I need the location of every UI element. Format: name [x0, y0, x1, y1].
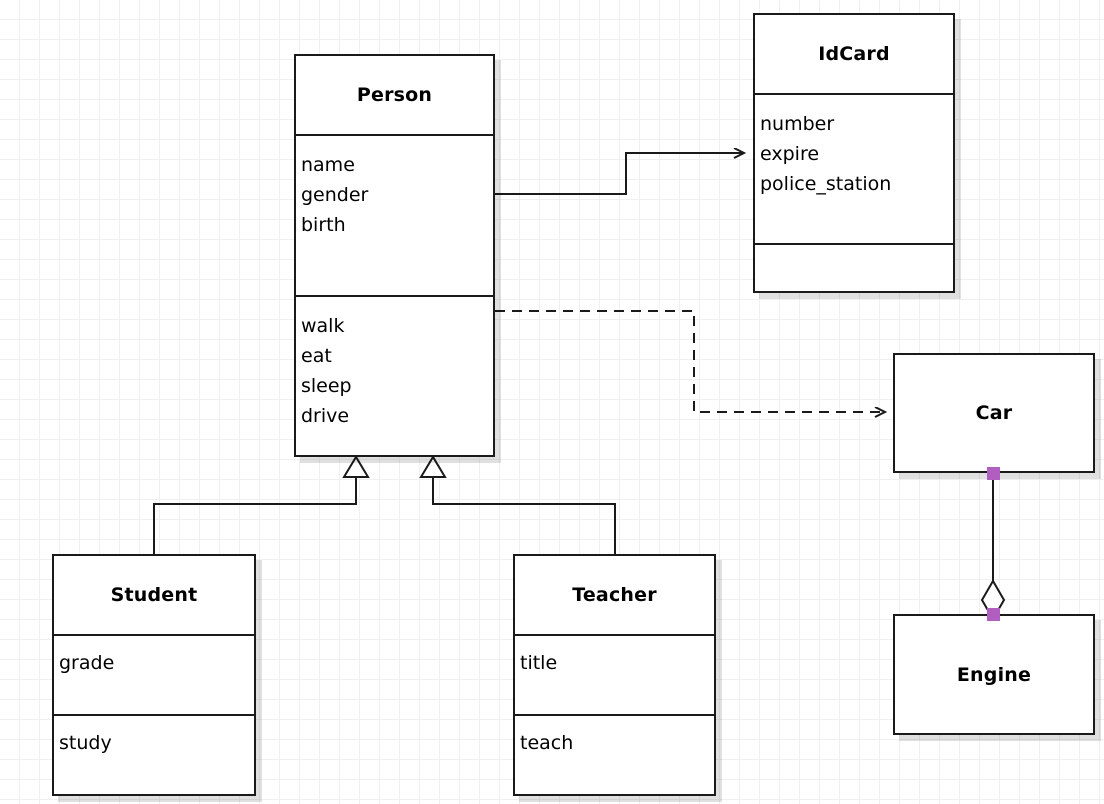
attribute-item: grade — [59, 652, 115, 674]
uml-class-person[interactable]: Person name gender birth walk eat sleep … — [294, 54, 495, 457]
method-item: sleep — [301, 375, 352, 397]
class-name-car: Car — [975, 402, 1013, 424]
attributes-student: grade — [54, 634, 254, 714]
relationship-student-person[interactable] — [153, 455, 370, 554]
attribute-item: name — [301, 154, 355, 176]
attribute-item: gender — [301, 184, 369, 206]
link-endpoint-handle-engine[interactable] — [987, 608, 1000, 621]
method-item: drive — [301, 405, 350, 427]
attributes-person: name gender birth — [296, 134, 493, 295]
method-item: teach — [520, 732, 574, 754]
class-name-idcard: IdCard — [818, 43, 890, 65]
methods-teacher: teach — [515, 714, 714, 794]
methods-student: study — [54, 714, 254, 794]
attribute-item: birth — [301, 214, 346, 236]
relationship-person-idcard[interactable] — [495, 153, 744, 195]
relationship-person-car[interactable] — [495, 310, 885, 412]
class-name-engine: Engine — [956, 663, 1032, 686]
attribute-item: expire — [760, 143, 820, 165]
method-item: walk — [301, 315, 345, 337]
uml-class-student[interactable]: Student grade study — [52, 554, 256, 796]
relationship-teacher-person[interactable] — [419, 455, 616, 554]
attributes-idcard: number expire police_station — [755, 93, 953, 243]
methods-person: walk eat sleep drive — [296, 295, 493, 455]
uml-class-idcard[interactable]: IdCard number expire police_station — [753, 13, 955, 293]
attribute-item: number — [760, 113, 835, 135]
link-endpoint-handle-car[interactable] — [987, 467, 1000, 480]
class-name-student: Student — [110, 584, 198, 606]
class-name-teacher: Teacher — [572, 584, 657, 606]
attributes-teacher: title — [515, 634, 714, 714]
uml-class-teacher[interactable]: Teacher title teach — [513, 554, 716, 796]
method-item: study — [59, 732, 112, 754]
uml-class-car[interactable]: Car — [893, 353, 1095, 473]
uml-class-engine[interactable]: Engine — [893, 614, 1095, 735]
methods-idcard — [755, 243, 953, 291]
attribute-item: police_station — [760, 173, 892, 195]
relationship-car-engine[interactable] — [980, 473, 1006, 621]
attribute-item: title — [520, 652, 558, 674]
class-name-person: Person — [356, 84, 433, 106]
method-item: eat — [301, 345, 332, 367]
